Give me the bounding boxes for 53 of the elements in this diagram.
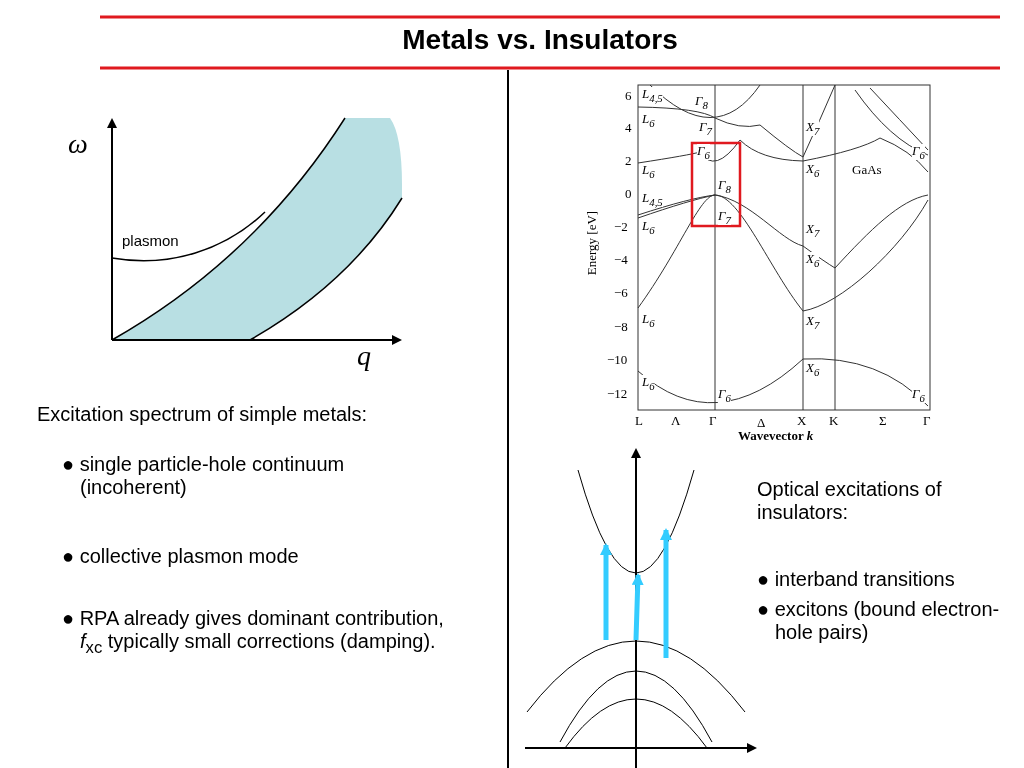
band-label: Γ$_{6}$: [912, 144, 925, 161]
band-label: X$_{7}$: [806, 222, 820, 239]
band-label: L$_{6}$: [642, 375, 655, 392]
tick-label: −12: [607, 386, 628, 402]
tick-label: −2: [614, 219, 628, 235]
tick-label: 4: [625, 120, 632, 136]
bullet-text: ● RPA already gives dominant contribution, f$_{xc}$ typically small corrections (damping).: [62, 607, 445, 658]
tick-label: 2: [625, 153, 632, 169]
band-label: X$_{7}$: [806, 120, 820, 137]
bullet-text: ● excitons (bound electron-hole pairs): [757, 598, 1001, 644]
axis-label: q: [357, 340, 371, 372]
tick-label: 0: [625, 186, 632, 202]
axis-label: ω: [68, 128, 88, 160]
tick-label: K: [829, 413, 839, 429]
curve-label: plasmon: [122, 232, 179, 249]
band-label: L$_{6}$: [642, 312, 655, 329]
tick-label: Λ: [671, 413, 681, 429]
band-label: X$_{6}$: [806, 361, 820, 378]
band-label: Γ$_{8}$: [695, 94, 708, 111]
band-label: L$_{6}$: [642, 219, 655, 236]
tick-label: 6: [625, 88, 632, 104]
band-label: L$_{6}$: [642, 163, 655, 180]
tick-label: −6: [614, 285, 628, 301]
tick-label: −10: [607, 352, 628, 368]
band-label: Γ$_{6}$: [697, 144, 710, 161]
band-label: Γ$_{6}$: [912, 387, 925, 404]
band-label: X$_{6}$: [806, 162, 820, 179]
band-label: L$_{4,5}$: [642, 87, 663, 104]
tick-label: X: [797, 413, 807, 429]
band-label: Γ$_{8}$: [718, 178, 731, 195]
bullet-text: ● single particle-hole continuum (incoherent): [62, 453, 346, 499]
heading: Optical excitations of insulators:: [757, 478, 943, 524]
bullet-text: ● collective plasmon mode: [62, 545, 300, 568]
tick-label: Δ: [757, 415, 766, 431]
slide-title: Metals vs. Insulators: [401, 24, 679, 56]
axis-title: Wavevector k: [738, 428, 814, 444]
tick-label: Γ: [923, 413, 931, 429]
bullet-text: ● interband transitions: [757, 568, 956, 591]
band-label: L$_{4,5}$: [642, 191, 663, 208]
band-label: Γ$_{6}$: [718, 387, 731, 404]
band-label: Γ$_{7}$: [699, 120, 712, 137]
tick-label: L: [635, 413, 643, 429]
tick-label: −4: [614, 252, 628, 268]
tick-label: Γ: [709, 413, 717, 429]
tick-label: Σ: [879, 413, 887, 429]
axis-title: Energy [eV]: [584, 210, 601, 276]
band-label: Γ$_{7}$: [718, 209, 731, 226]
tick-label: −8: [614, 319, 628, 335]
heading: Excitation spectrum of simple metals:: [37, 403, 368, 426]
band-label: L$_{6}$: [642, 112, 655, 129]
band-label: X$_{7}$: [806, 314, 820, 331]
material-label: GaAs: [852, 162, 882, 178]
band-label: X$_{6}$: [806, 252, 820, 269]
